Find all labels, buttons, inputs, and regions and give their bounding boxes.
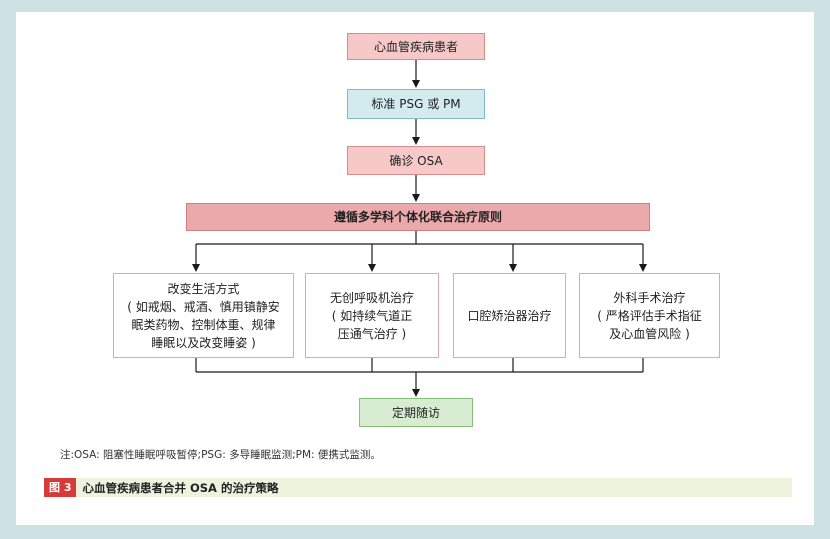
figure-caption: 图 3 心血管疾病患者合并 OSA 的治疗策略 (44, 478, 792, 497)
figure-caption-text: 心血管疾病患者合并 OSA 的治疗策略 (82, 480, 279, 495)
node-noninvasive-ventilator: 无创呼吸机治疗 ( 如持续气道正 压通气治疗 ) (305, 273, 439, 358)
node-surgical-treatment: 外科手术治疗 ( 严格评估手术指征 及心血管风险 ) (579, 273, 720, 358)
node-confirmed-osa: 确诊 OSA (347, 146, 485, 175)
abbreviation-note: 注:OSA: 阻塞性睡眠呼吸暂停;PSG: 多导睡眠监测;PM: 便携式监测。 (60, 449, 381, 461)
node-multidisciplinary-principle: 遵循多学科个体化联合治疗原则 (186, 203, 650, 231)
node-standard-psg-pm: 标准 PSG 或 PM (347, 89, 485, 119)
node-lifestyle-change: 改变生活方式 ( 如戒烟、戒酒、慎用镇静安 眠类药物、控制体重、规律 睡眠以及改… (113, 273, 294, 358)
node-cardio-patient: 心血管疾病患者 (347, 33, 485, 60)
node-oral-appliance: 口腔矫治器治疗 (453, 273, 566, 358)
figure-number-tag: 图 3 (44, 478, 77, 497)
node-regular-followup: 定期随访 (359, 398, 473, 427)
